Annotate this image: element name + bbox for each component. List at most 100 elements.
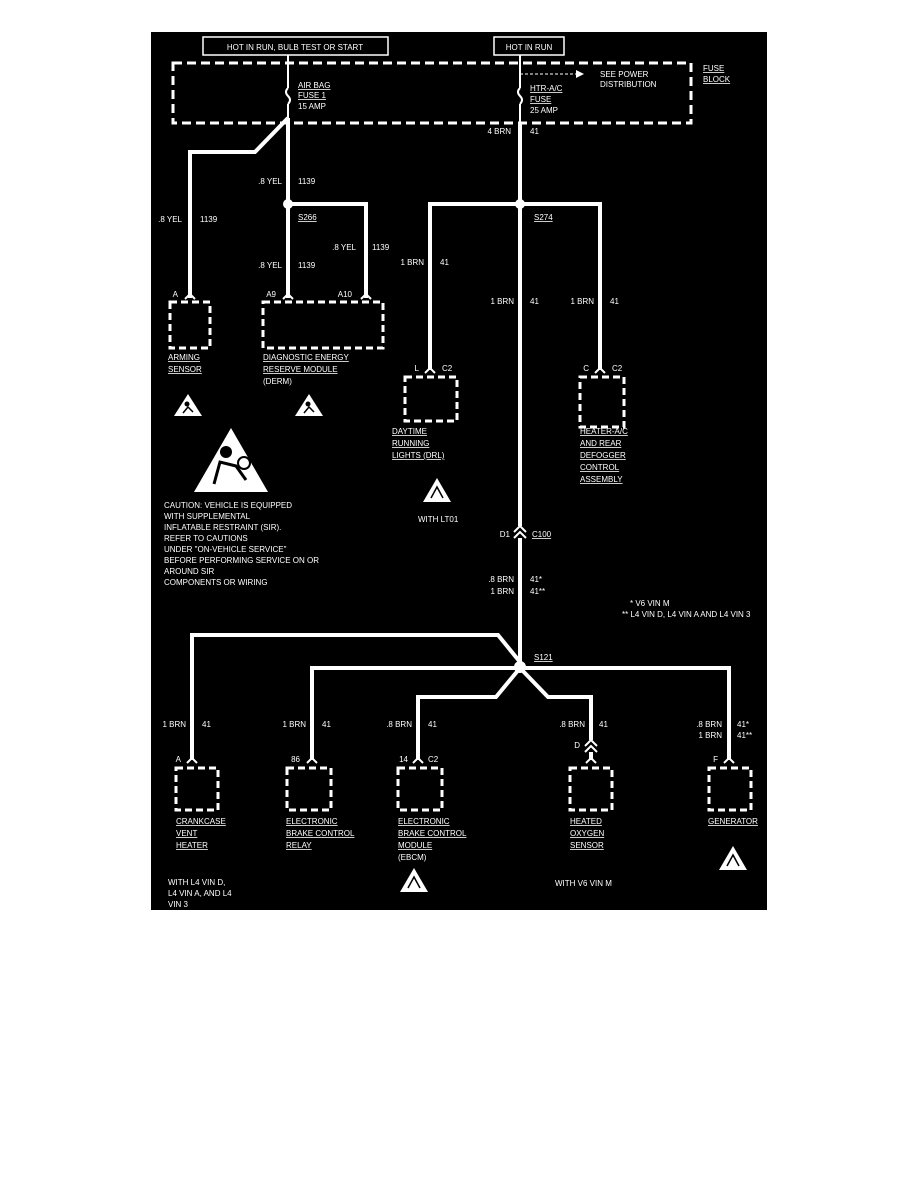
wire-label-41ss-lower: 41** xyxy=(530,587,545,596)
splice-s121-label: S121 xyxy=(534,653,553,662)
connector-ebcr xyxy=(306,756,318,764)
wire-label-41ss-generator: 41** xyxy=(737,731,752,740)
esd-icon-hand xyxy=(430,485,444,499)
htr-fuse-name: HTR-A/C xyxy=(530,84,563,93)
esd-icon xyxy=(719,846,747,870)
airbag-fuse-number: FUSE 1 xyxy=(298,91,327,100)
with-l4-note: WITH L4 VIN D, xyxy=(168,878,225,887)
wire-label-brn-drl: 1 BRN xyxy=(400,258,424,267)
connector-heater-c2-label: C2 xyxy=(612,364,623,373)
wire-label-brn-crank: 1 BRN xyxy=(162,720,186,729)
oxygen-name-2: OXYGEN xyxy=(570,829,604,838)
see-power-label: SEE POWER xyxy=(600,70,649,79)
crankcase-heater-box xyxy=(174,766,220,812)
sir-caution-icon-seat xyxy=(212,460,248,485)
ebcm-name: ELECTRONIC xyxy=(398,817,450,826)
caution-line-8: COMPONENTS OR WIRING xyxy=(164,578,268,587)
hot-in-run-label: HOT IN RUN xyxy=(506,43,553,52)
connector-14-label: 14 xyxy=(399,755,408,764)
generator-box xyxy=(707,766,753,812)
heater-name-4: CONTROL xyxy=(580,463,620,472)
drl-box xyxy=(403,375,459,423)
connector-oxygen-d xyxy=(584,738,598,753)
hot-in-run-box xyxy=(493,36,565,56)
esd-icon-hand xyxy=(726,853,740,867)
connector-arming-a xyxy=(184,292,196,300)
connector-l-label: L xyxy=(415,364,420,373)
wire-label-brn-ebcm: .8 BRN xyxy=(386,720,412,729)
ebcr-name-3: RELAY xyxy=(286,841,312,850)
wire-label-1139-upper: 1139 xyxy=(298,177,316,186)
derm-box xyxy=(261,300,385,350)
fuse-block-label: FUSE xyxy=(703,64,724,73)
wire-label-brn8-generator: .8 BRN xyxy=(696,720,722,729)
caution-line-1: CAUTION: VEHICLE IS EQUIPPED xyxy=(164,501,292,510)
wire-arming-sensor xyxy=(188,116,290,298)
airbag-fuse-symbol xyxy=(285,87,291,105)
wire-generator xyxy=(520,666,731,760)
connector-a10-label: A10 xyxy=(338,290,353,299)
esd-icon xyxy=(423,478,451,502)
wire-derm-a10 xyxy=(288,202,368,298)
heater-name-3: DEFOGGER xyxy=(580,451,626,460)
wire-label-brn-8-lower: .8 BRN xyxy=(488,575,514,584)
wire-label-41s-generator: 41* xyxy=(737,720,749,729)
wire-heater-control xyxy=(520,202,602,370)
sir-caution-icon-bag xyxy=(237,456,251,470)
arming-sensor-name-2: SENSOR xyxy=(168,365,202,374)
wire-label-41-heater: 41 xyxy=(610,297,619,306)
derm-name: DIAGNOSTIC ENERGY xyxy=(263,353,349,362)
connector-drl-c2-label: C2 xyxy=(442,364,453,373)
drl-name-3: LIGHTS (DRL) xyxy=(392,451,445,460)
esd-icon xyxy=(400,868,428,892)
connector-86-label: 86 xyxy=(291,755,300,764)
wire-label-brn-trunk: 1 BRN xyxy=(490,297,514,306)
caution-line-3: INFLATABLE RESTRAINT (SIR). xyxy=(164,523,281,532)
ebcm-box xyxy=(396,766,444,812)
ebcr-name: ELECTRONIC xyxy=(286,817,338,826)
splice-s274-label: S274 xyxy=(534,213,553,222)
wire-label-brn-1-lower: 1 BRN xyxy=(490,587,514,596)
derm-name-3: (DERM) xyxy=(263,377,292,386)
crankcase-name-3: HEATER xyxy=(176,841,208,850)
wire-label-41-ebcm: 41 xyxy=(428,720,437,729)
connector-d-label: D xyxy=(574,741,580,750)
wire-label-brn-oxygen: .8 BRN xyxy=(559,720,585,729)
connector-a9-label: A9 xyxy=(266,290,276,299)
connector-c-label: C xyxy=(583,364,589,373)
connector-ebcm-c2-label: C2 xyxy=(428,755,439,764)
footnote-v6: * V6 VIN M xyxy=(630,599,670,608)
connector-drl xyxy=(424,366,436,374)
with-lt01-note: WITH LT01 xyxy=(418,515,459,524)
hot-in-run-bulb-box xyxy=(202,36,389,56)
wire-label-brn-heater: 1 BRN xyxy=(570,297,594,306)
splice-s274-dot xyxy=(515,199,525,209)
wire-label-yel-a10: .8 YEL xyxy=(332,243,356,252)
esd-icon-hand xyxy=(407,875,421,889)
connector-d1-label: D1 xyxy=(500,530,511,539)
splice-s266-label: S266 xyxy=(298,213,317,222)
with-l4-note-2: L4 VIN A, AND L4 xyxy=(168,889,232,898)
wire-ebcr xyxy=(310,666,520,760)
wire-label-brn1-generator: 1 BRN xyxy=(698,731,722,740)
wire-label-yel-arming: .8 YEL xyxy=(158,215,182,224)
wire-crankcase xyxy=(190,633,522,760)
oxygen-sensor-box xyxy=(568,766,614,812)
trunk-wire-color: 4 BRN xyxy=(487,127,511,136)
generator-name: GENERATOR xyxy=(708,817,758,826)
wire-label-yel-a9: .8 YEL xyxy=(258,261,282,270)
connector-heater xyxy=(594,366,606,374)
oxygen-name: HEATED xyxy=(570,817,602,826)
connector-c100-label: C100 xyxy=(532,530,552,539)
connector-a-label: A xyxy=(173,290,179,299)
caution-line-5: UNDER "ON-VEHICLE SERVICE" xyxy=(164,545,287,554)
fuse-block-outline xyxy=(171,61,693,125)
wire-label-41-ebcr: 41 xyxy=(322,720,331,729)
footnote-l4: ** L4 VIN D, L4 VIN A AND L4 VIN 3 xyxy=(622,610,751,619)
caution-line-2: WITH SUPPLEMENTAL xyxy=(164,512,251,521)
hot-in-run-bulb-label: HOT IN RUN, BULB TEST OR START xyxy=(227,43,363,52)
arming-sensor-name: ARMING xyxy=(168,353,200,362)
connector-crank-a-label: A xyxy=(176,755,182,764)
ebcr-box xyxy=(285,766,333,812)
